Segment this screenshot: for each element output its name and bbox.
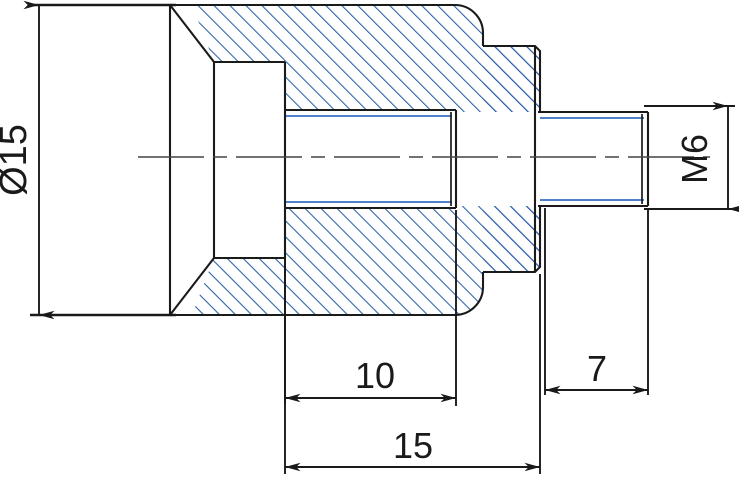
dimension-label-m6: M6	[674, 134, 715, 184]
dimension-dia15: Ø15	[0, 0, 176, 320]
recess-chamfer-bottom	[169, 257, 215, 316]
flange-body-upper	[170, 5, 540, 112]
recess-chamfer-top	[169, 4, 215, 63]
shoulder-step-lower	[483, 206, 540, 272]
flange-body-lower	[170, 206, 540, 315]
dimension-m6: M6	[644, 101, 739, 214]
shoulder-outline	[483, 44, 542, 112]
dimension-len15: 15	[284, 258, 541, 474]
dimension-label-15: 15	[393, 425, 433, 466]
shoulder-step-upper	[483, 46, 540, 112]
dimension-label-10: 10	[355, 355, 395, 396]
part-section-body	[168, 3, 650, 317]
dimension-label-dia15: Ø15	[0, 124, 35, 196]
dimension-len7: 7	[544, 208, 649, 395]
shoulder-outline-lower	[483, 206, 542, 274]
flange-outline	[170, 3, 485, 46]
dimension-label-7: 7	[587, 348, 607, 389]
